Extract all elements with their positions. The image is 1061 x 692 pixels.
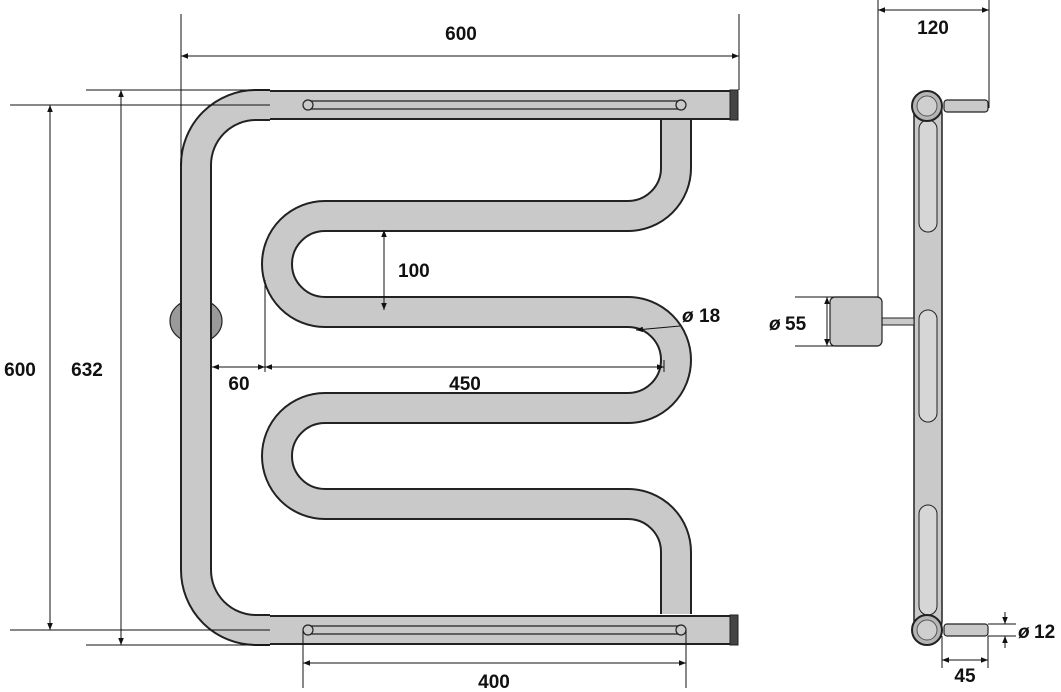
dimension-flange-diameter: ø 55 <box>769 296 878 347</box>
dimension-horizontal-offsets: 60 450 <box>212 280 665 395</box>
side-view: 120 ø 55 45 ø 12 <box>769 0 1055 687</box>
top-bracket <box>911 90 989 122</box>
dimension-mount-spacing: 400 <box>302 630 687 692</box>
bend-spacing-label: 100 <box>398 261 430 282</box>
side-wall-flange <box>829 296 915 347</box>
top-mount-slot <box>305 100 683 110</box>
heating-pipe <box>180 89 692 646</box>
dimension-pipe-diameter: ø 18 <box>635 306 720 333</box>
pipe-diameter-symbol: ø <box>682 306 694 327</box>
bracket-diameter-symbol: ø <box>1018 622 1030 643</box>
depth-label: 120 <box>917 18 949 39</box>
height-overall-label: 632 <box>71 360 103 381</box>
dimension-bracket-diameter: ø 12 <box>988 612 1055 648</box>
dimension-bend-spacing: 100 <box>381 230 430 310</box>
flange-diameter-symbol: ø <box>769 314 781 335</box>
width-overall-label: 600 <box>445 24 477 45</box>
height-inner-label: 600 <box>4 360 36 381</box>
dimension-width-overall: 600 <box>180 14 740 165</box>
pipe-diameter-label: 18 <box>699 306 720 327</box>
mount-spacing-label: 400 <box>478 672 510 692</box>
bracket-diameter-label: 12 <box>1034 622 1055 643</box>
bottom-mount-slot <box>305 625 683 635</box>
side-offset-label: 60 <box>228 374 249 395</box>
bottom-bracket <box>911 614 989 646</box>
flange-diameter-label: 55 <box>785 314 807 335</box>
dimension-bracket-length: 45 <box>941 636 989 687</box>
dimension-height-inner: 600 <box>4 104 270 631</box>
dimension-height-overall: 632 <box>71 89 270 646</box>
bracket-length-label: 45 <box>954 666 976 687</box>
bend-width-label: 450 <box>449 374 481 395</box>
dimension-depth: 120 <box>877 0 990 297</box>
top-rail <box>270 89 739 121</box>
bottom-rail <box>270 614 739 646</box>
front-view: 600 600 632 100 ø 18 <box>4 14 740 692</box>
